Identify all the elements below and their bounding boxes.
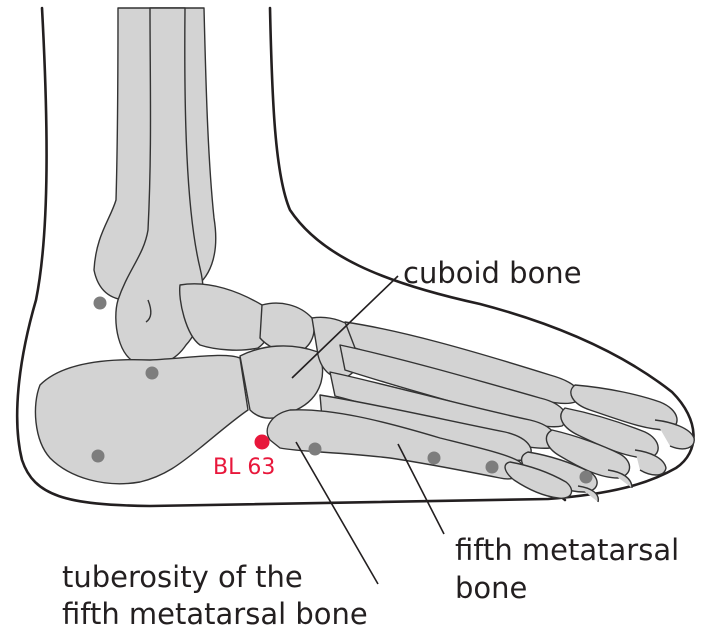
marker-dot: [94, 297, 107, 310]
talus-bone: [180, 284, 271, 350]
fifth-metatarsal-label-line2: bone: [455, 571, 527, 605]
cuboid-bone-label: cuboid bone: [403, 256, 582, 290]
cuboid-bone: [240, 346, 323, 418]
fifth-metatarsal-label-line1: fifth metatarsal: [455, 533, 679, 567]
marker-dot: [309, 443, 322, 456]
marker-dot: [580, 471, 593, 484]
marker-dot: [428, 452, 441, 465]
tuberosity-leader-line: [296, 442, 378, 584]
marker-dot: [92, 450, 105, 463]
bl63-acupoint-dot: [255, 435, 270, 450]
bl63-label: BL 63: [213, 455, 275, 480]
tuberosity-label-line1: tuberosity of the: [62, 560, 303, 594]
marker-dot: [146, 367, 159, 380]
marker-dot: [486, 461, 499, 474]
tuberosity-label-line2: fifth metatarsal bone: [62, 597, 368, 631]
